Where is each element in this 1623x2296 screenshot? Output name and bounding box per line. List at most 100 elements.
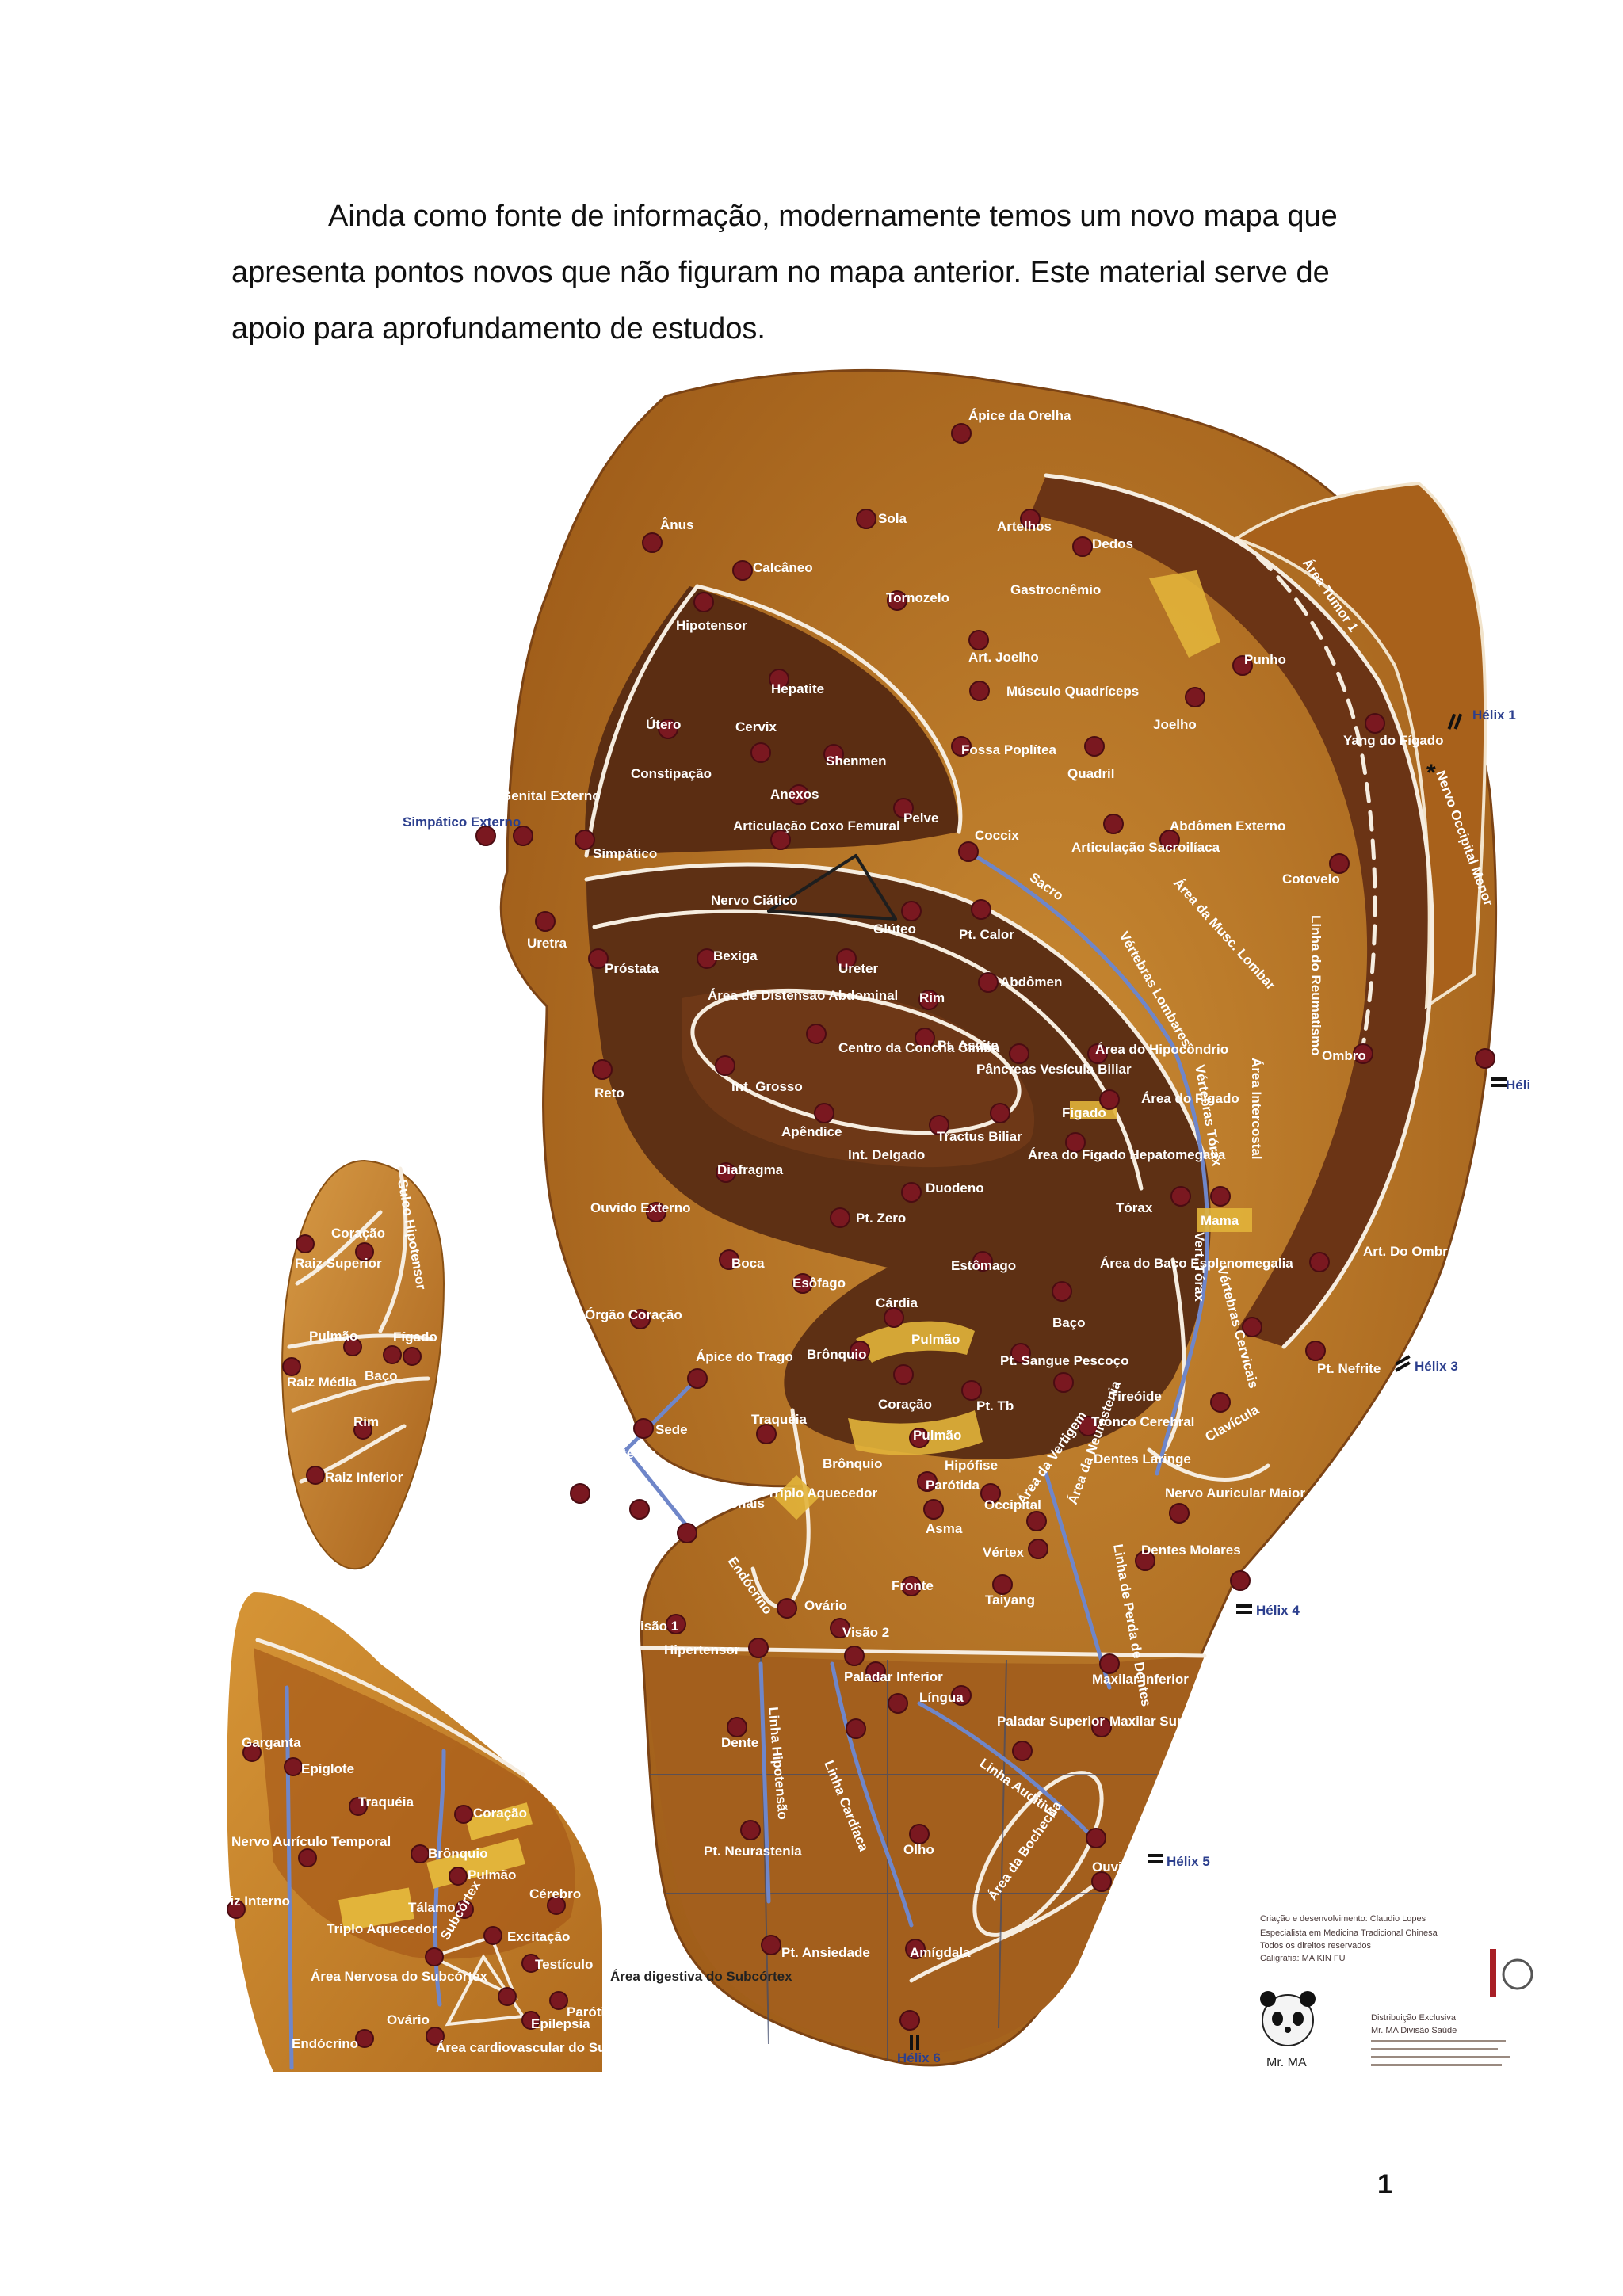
- label-fome: Fome: [624, 1525, 659, 1540]
- label-visao2: Visão 2: [842, 1625, 889, 1640]
- label-bronquio: Brônquio: [807, 1347, 867, 1362]
- point: [902, 1183, 921, 1202]
- label-int-grosso: Int. Grosso: [731, 1079, 803, 1094]
- label-cerebro: Cérebro: [529, 1886, 581, 1901]
- point: [969, 631, 988, 650]
- point: [1073, 537, 1092, 556]
- label-endocrino-s: Endócrino: [292, 2036, 358, 2051]
- label-artelhos: Artelhos: [997, 519, 1052, 534]
- point: [757, 1425, 776, 1444]
- label-supra-renais: Supra renais: [683, 1496, 765, 1511]
- point: [536, 912, 555, 931]
- distribution-line-1: Distribuição Exclusiva: [1371, 2013, 1457, 2023]
- label-nariz-interno: Nariz Interno: [208, 1894, 290, 1909]
- point: [643, 533, 662, 552]
- label-area-intercostal: Área Intercostal: [1249, 1058, 1264, 1160]
- point: [807, 1024, 826, 1043]
- label-traqueia: Traquéia: [751, 1412, 807, 1427]
- label-paladar-inferior: Paladar Inferior: [844, 1669, 943, 1684]
- label-quadril: Quadril: [1067, 766, 1115, 781]
- point: [972, 900, 991, 919]
- label-area-figado-hep: Área do Fígado Hepatomegalia: [1028, 1147, 1226, 1162]
- point: [1100, 1654, 1119, 1673]
- point: [484, 1927, 502, 1944]
- point: [1010, 1044, 1029, 1063]
- point: [831, 1208, 850, 1227]
- label-helix-3: Hélix 3: [1415, 1359, 1458, 1374]
- label-fossa-poplitea: Fossa Poplítea: [961, 742, 1057, 757]
- label-int-delgado: Int. Delgado: [848, 1147, 925, 1162]
- label-anexos: Anexos: [770, 787, 819, 802]
- point: [1013, 1741, 1032, 1760]
- label-gluteo: Glúteo: [873, 921, 916, 936]
- label-pt-ansiedade: Pt. Ansiedade: [781, 1945, 870, 1960]
- label-fronte: Fronte: [892, 1578, 934, 1593]
- label-garganta: Garganta: [242, 1735, 301, 1750]
- label-cervix: Cervix: [735, 719, 777, 734]
- label-musculo-quadriceps: Músculo Quadríceps: [1006, 684, 1139, 699]
- label-reto: Reto: [594, 1085, 624, 1100]
- point: [888, 1694, 907, 1713]
- credit-red-bar: [1490, 1949, 1496, 1997]
- point: [1170, 1504, 1189, 1523]
- point: [1086, 1829, 1106, 1848]
- point: [970, 681, 989, 700]
- point: [575, 830, 594, 849]
- point: [762, 1936, 781, 1955]
- label-bronquio2: Brônquio: [823, 1456, 883, 1471]
- label-esofago: Esôfago: [792, 1276, 846, 1291]
- asterisk-mark: *: [1426, 760, 1436, 786]
- point: [411, 1845, 429, 1863]
- label-excitacao: Excitação: [507, 1929, 570, 1944]
- label-coracao-s: Coração: [473, 1806, 527, 1821]
- point: [900, 2011, 919, 2030]
- label-ombro: Ombro: [1322, 1048, 1366, 1063]
- label-coccix: Coccix: [975, 828, 1019, 843]
- label-nervo-auricular: Nervo Auricular Maior: [1165, 1486, 1305, 1501]
- label-articulacao-coxo: Articulação Coxo Femural: [733, 818, 900, 833]
- point: [356, 2030, 373, 2047]
- point: [777, 1599, 796, 1618]
- label-art-joelho: Art. Joelho: [968, 650, 1039, 665]
- label-raiz-superior: Raiz Superior: [295, 1256, 382, 1271]
- label-shenmen: Shenmen: [826, 753, 887, 769]
- point: [299, 1849, 316, 1867]
- label-linha-reumatismo: Linha do Reumatismo: [1308, 915, 1323, 1056]
- point: [959, 842, 978, 861]
- point: [1365, 714, 1384, 733]
- credit-line-4: Caligrafia: MA KIN FU: [1260, 1954, 1346, 1963]
- label-torax: Tórax: [1116, 1200, 1153, 1215]
- label-sede: Sede: [655, 1422, 688, 1437]
- label-tractus-biliar: Tractus Biliar: [937, 1129, 1022, 1144]
- label-pulmao2: Pulmão: [913, 1428, 961, 1443]
- label-talamo: Tálamo: [408, 1900, 456, 1915]
- point: [307, 1466, 324, 1484]
- label-area-nervosa: Área Nervosa do Subcórtex: [311, 1969, 488, 1984]
- label-anus: Ânus: [660, 517, 694, 532]
- label-maxilar-inferior: Maxilar Inferior: [1092, 1672, 1189, 1687]
- logo-text: Mr. MA: [1266, 2056, 1307, 2069]
- label-cotovelo: Cotovelo: [1282, 871, 1340, 887]
- label-constipacao: Constipação: [631, 766, 712, 781]
- label-triplo-aq-s: Triplo Aquecedor: [327, 1921, 437, 1936]
- label-boca: Boca: [731, 1256, 765, 1271]
- point: [285, 1758, 302, 1775]
- point: [449, 1867, 467, 1885]
- label-vertex: Vértex: [983, 1545, 1025, 1560]
- label-raiz-inferior: Raiz Inferior: [325, 1470, 403, 1485]
- label-estomago: Estômago: [951, 1258, 1016, 1273]
- point: [1476, 1049, 1495, 1068]
- label-parotida: Parótida: [926, 1478, 980, 1493]
- label-epilepsia: Epilepsia: [531, 2016, 590, 2031]
- label-uretra: Uretra: [527, 936, 567, 951]
- label-helix-4: Hélix 4: [1256, 1603, 1300, 1618]
- label-helix-5: Hélix 5: [1167, 1854, 1210, 1869]
- point: [716, 1056, 735, 1075]
- point: [952, 424, 971, 443]
- label-calcaneo: Calcâneo: [753, 560, 813, 575]
- point: [403, 1348, 421, 1365]
- label-pt-neurastenia: Pt. Neurastenia: [704, 1844, 802, 1859]
- point: [593, 1060, 612, 1079]
- point: [1231, 1571, 1250, 1590]
